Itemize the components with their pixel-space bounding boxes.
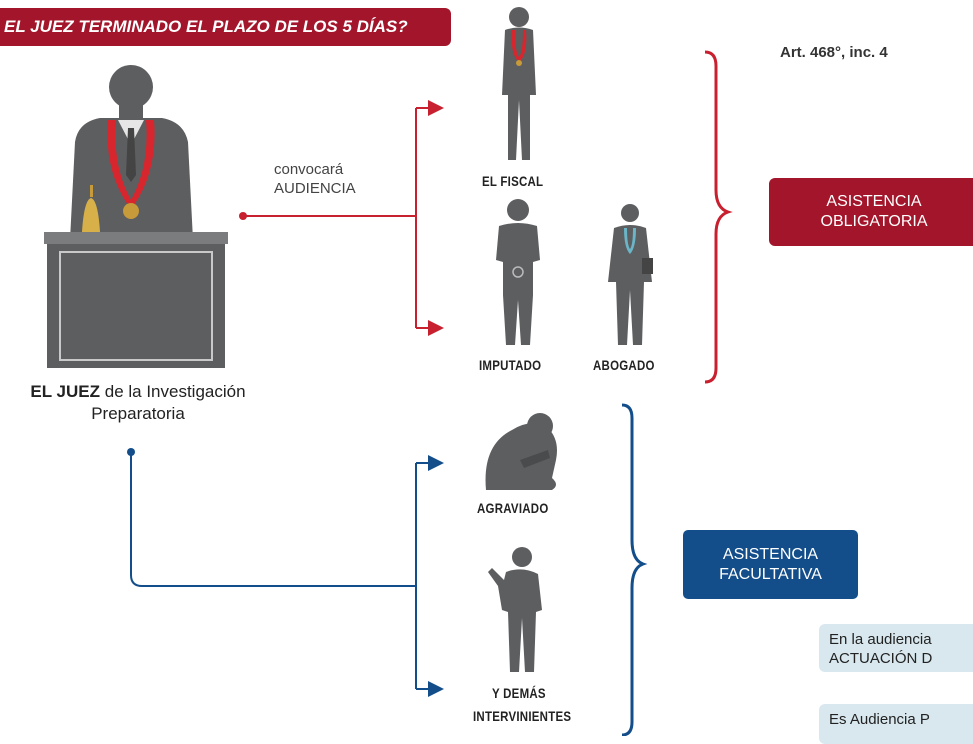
asistencia-facultativa-box: ASISTENCIA FACULTATIVA (683, 530, 858, 599)
agraviado-label: AGRAVIADO (477, 500, 549, 516)
podium (44, 232, 228, 368)
blue-brace (621, 403, 648, 736)
red-connector (239, 100, 444, 336)
red-brace (704, 50, 733, 384)
abogado-figure (608, 204, 653, 345)
facultativa-line2: FACULTATIVA (719, 565, 822, 583)
judge-bold: EL JUEZ (30, 382, 101, 401)
fiscal-label: EL FISCAL (482, 173, 544, 189)
blue-connector (127, 448, 444, 697)
convocara-label: convocará AUDIENCIA (274, 160, 356, 198)
judge-label: EL JUEZ de la Investigación Preparatoria (8, 381, 268, 425)
fiscal-figure (502, 7, 536, 160)
judge-figure (70, 65, 193, 240)
asistencia-obligatoria-box: ASISTENCIA OBLIGATORIA (769, 178, 973, 246)
note1-line2: ACTUACIÓN D (829, 650, 933, 667)
question-text: EL JUEZ TERMINADO EL PLAZO DE LOS 5 DÍAS… (4, 17, 408, 36)
convocara-line1: convocará (274, 161, 344, 178)
imputado-figure (496, 199, 540, 345)
judge-label-rest: de la Investigación (100, 382, 246, 401)
judge-label-line2: Preparatoria (91, 404, 185, 423)
facultativa-line1: ASISTENCIA (722, 545, 819, 563)
bell-icon (82, 185, 100, 232)
obligatoria-line1: ASISTENCIA (826, 193, 922, 210)
agraviado-figure (485, 413, 557, 490)
note-audiencia: En la audiencia ACTUACIÓN D (819, 624, 973, 672)
article-reference: Art. 468°, inc. 4 (780, 44, 888, 61)
convocara-line2: AUDIENCIA (274, 180, 356, 197)
question-banner: EL JUEZ TERMINADO EL PLAZO DE LOS 5 DÍAS… (0, 8, 451, 46)
note2-line1: Es Audiencia P (829, 711, 930, 728)
imputado-label: IMPUTADO (479, 357, 542, 373)
intervinientes-figure (488, 547, 542, 672)
obligatoria-line2: OBLIGATORIA (820, 213, 928, 230)
note1-line1: En la audiencia (829, 631, 932, 648)
abogado-label: ABOGADO (593, 357, 655, 373)
judge-label-line1: EL JUEZ de la Investigación (8, 381, 268, 403)
demas-label-line2: INTERVINIENTES (473, 708, 572, 724)
demas-label-line1: Y DEMÁS (492, 685, 546, 701)
note-audiencia-publica: Es Audiencia P (819, 704, 973, 744)
